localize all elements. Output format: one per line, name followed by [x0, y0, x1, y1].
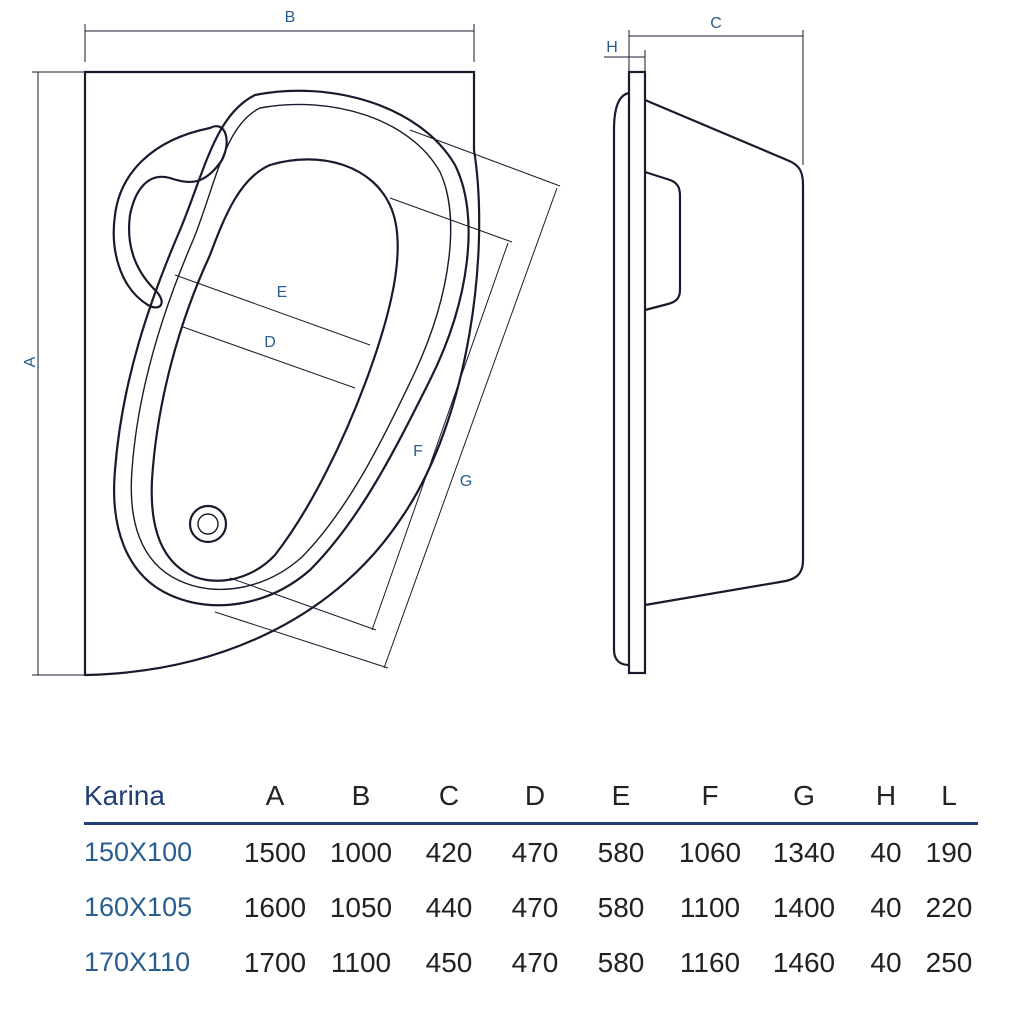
- dim-f-ext-top: [389, 197, 513, 243]
- model-name: 160X105: [84, 892, 193, 922]
- table-cell: 470: [511, 891, 559, 923]
- header-divider: [84, 822, 978, 825]
- tub-basin: [150, 158, 399, 582]
- dim-h-label: H: [606, 39, 618, 56]
- table-cell: 40: [870, 946, 902, 978]
- table-cell: 450: [425, 946, 473, 978]
- table-cell: 1000: [329, 836, 393, 868]
- table-cell: 1100: [330, 946, 392, 978]
- table-cell: 580: [597, 836, 645, 868]
- dim-g-ext-bottom: [214, 611, 389, 669]
- table-cell: 1600: [243, 891, 307, 923]
- column-header: H: [875, 780, 897, 811]
- table-cell: 1400: [772, 891, 836, 923]
- table-cell: 220: [925, 891, 973, 923]
- column-header: G: [793, 780, 815, 811]
- model-header: Karina: [84, 780, 165, 811]
- dim-d-line: [182, 326, 356, 389]
- side-rim-flange: [627, 70, 647, 675]
- table-cell: 440: [425, 891, 473, 923]
- table-cell: 470: [511, 946, 559, 978]
- drain-outer: [188, 504, 228, 544]
- table-row: 160X105 1600 1050 440 470 580 1100 1400 …: [84, 880, 978, 935]
- table-header-row: Karina A B C D E F G H L: [84, 770, 978, 822]
- table-cell: 1050: [329, 891, 393, 923]
- model-name: 150X100: [84, 837, 193, 867]
- dim-b-label: B: [285, 9, 296, 26]
- drain-inner: [197, 513, 219, 535]
- dim-f-line: [371, 242, 509, 631]
- dim-f-label: F: [413, 443, 423, 460]
- table-cell: 1340: [772, 836, 836, 868]
- table-cell: 470: [511, 836, 559, 868]
- table-cell: 580: [597, 891, 645, 923]
- table-cell: 1500: [243, 836, 307, 868]
- column-header: F: [701, 780, 719, 811]
- model-name: 170X110: [84, 947, 191, 977]
- tub-rim: [113, 89, 470, 607]
- dim-c-label: C: [710, 15, 722, 32]
- dim-e-label: E: [277, 284, 288, 301]
- table-cell: 580: [597, 946, 645, 978]
- table-cell: 1100: [679, 891, 741, 923]
- side-apron: [612, 91, 630, 667]
- table-cell: 190: [925, 836, 973, 868]
- table-row: 150X100 1500 1000 420 470 580 1060 1340 …: [84, 825, 978, 880]
- dim-a-label: A: [22, 356, 39, 367]
- table-cell: 40: [870, 836, 902, 868]
- table-row: 170X110 1700 1100 450 470 580 1160 1460 …: [84, 935, 978, 990]
- column-header: C: [438, 780, 460, 811]
- table-cell: 40: [870, 891, 902, 923]
- tub-armrest: [112, 125, 228, 309]
- table-cell: 1160: [679, 946, 741, 978]
- dimensions-table: Karina A B C D E F G H L 150X100 1500 10…: [84, 770, 978, 990]
- column-header: A: [265, 780, 285, 811]
- tub-top-outline: [83, 70, 481, 677]
- column-header: B: [351, 780, 371, 811]
- dim-g-ext-top: [409, 129, 561, 187]
- table-cell: 1060: [678, 836, 742, 868]
- side-tub-body: [644, 98, 805, 607]
- table-cell: 1700: [243, 946, 307, 978]
- column-header: E: [611, 780, 631, 811]
- dim-e-line: [174, 274, 371, 346]
- bathtub-technical-drawing: A B E D F G C H: [22, 9, 805, 677]
- table-cell: 250: [925, 946, 973, 978]
- side-headrest: [644, 170, 682, 312]
- dim-g-line: [383, 187, 558, 669]
- table-cell: 1460: [772, 946, 836, 978]
- dim-d-label: D: [264, 334, 276, 351]
- dim-g-label: G: [460, 473, 472, 490]
- tub-inner-rim: [130, 103, 452, 591]
- table-cell: 420: [425, 836, 473, 868]
- dim-f-ext-bottom: [229, 577, 377, 631]
- column-header: D: [524, 780, 546, 811]
- column-header: L: [941, 780, 957, 811]
